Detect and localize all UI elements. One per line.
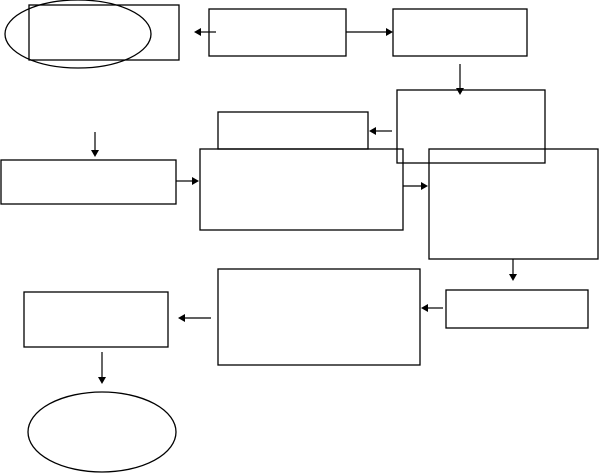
box-2 — [208, 8, 347, 57]
box-11 — [23, 291, 169, 348]
arrow-box6-to-box7 — [176, 177, 199, 185]
box-4 — [396, 89, 546, 164]
arrow-box9-to-box10 — [421, 304, 443, 312]
box-3 — [392, 8, 528, 57]
arrow-box2-to-box3 — [346, 28, 393, 36]
arrow-into-box6 — [91, 132, 99, 157]
start-oval — [4, 0, 152, 69]
box-7 — [199, 148, 404, 231]
box-9 — [445, 289, 589, 329]
box-10 — [217, 268, 421, 366]
box-1 — [28, 4, 180, 61]
arrow-box1-to-start-oval — [194, 28, 216, 36]
arrow-box4-to-box5 — [369, 127, 392, 135]
arrow-box10-to-box11 — [178, 314, 211, 322]
box-8 — [428, 148, 599, 260]
arrow-box3-to-box4 — [456, 64, 464, 95]
arrow-box7-to-box8 — [403, 182, 428, 190]
box-6 — [0, 159, 177, 205]
end-oval — [27, 391, 177, 473]
arrow-box8-to-box9 — [509, 259, 517, 281]
box-5 — [217, 111, 369, 150]
arrow-box11-to-end-oval — [98, 352, 106, 384]
